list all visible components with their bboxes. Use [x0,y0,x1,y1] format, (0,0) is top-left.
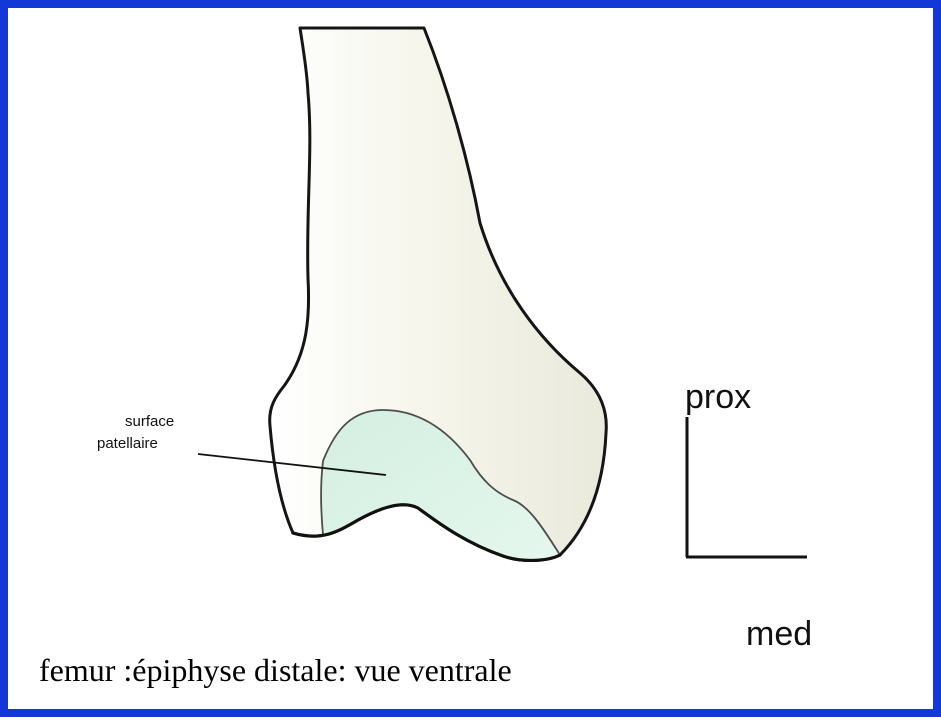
annotation-label-line1: surface [125,413,174,430]
axis-label-prox: prox [685,378,751,416]
axis-label-med: med [746,615,812,653]
annotation-label-line2: patellaire [97,435,158,452]
femur-distal-epiphysis-diagram: surface patellaire prox med [8,8,941,725]
figure-caption: femur :épiphyse distale: vue ventrale [39,654,512,686]
